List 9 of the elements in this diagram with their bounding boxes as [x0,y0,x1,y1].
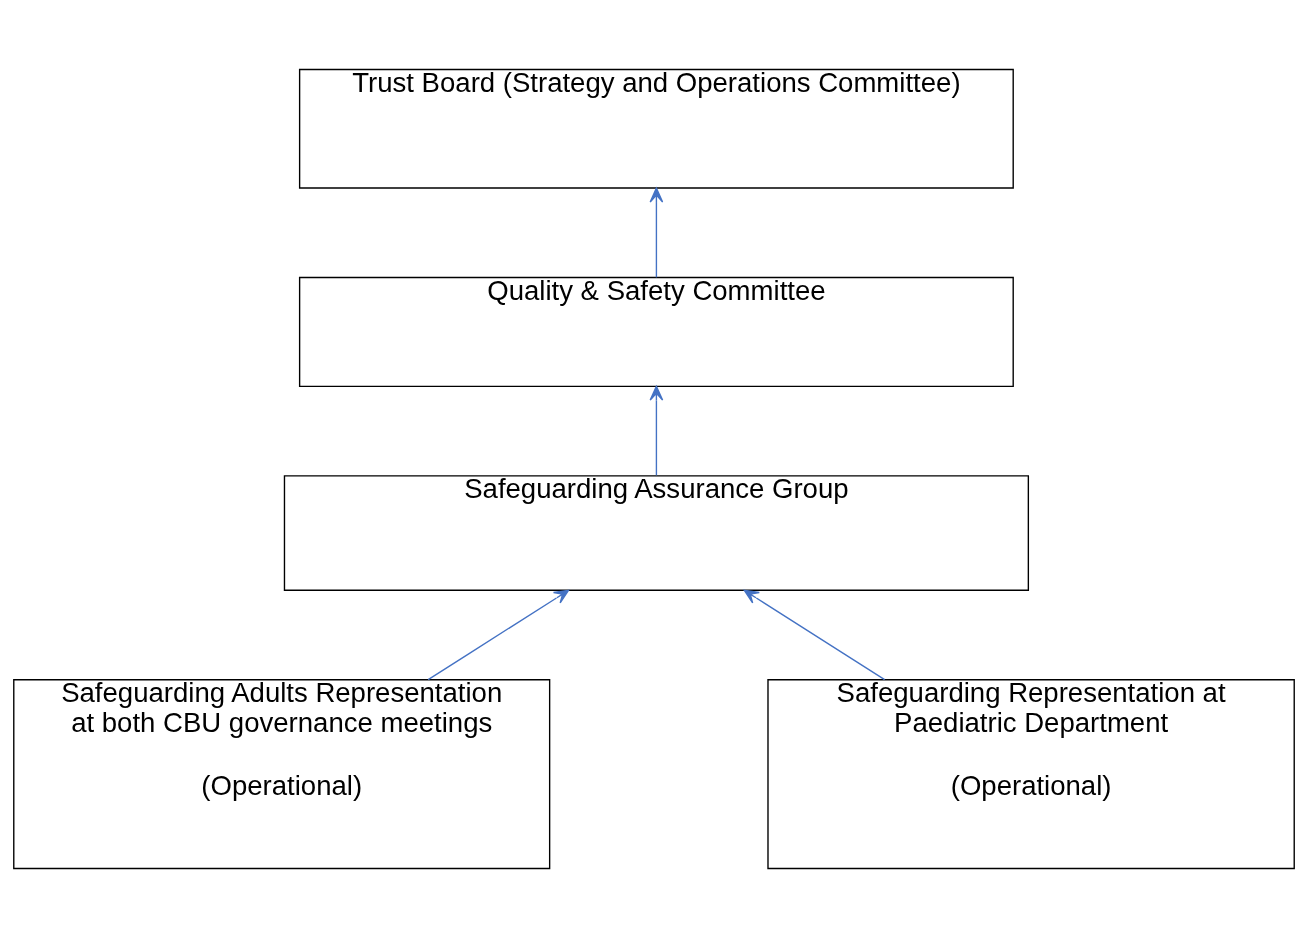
arrow [427,589,570,681]
arrow [649,385,664,477]
node-box: Safeguarding Adults Representation at both CBU governance meetings (Operational) [13,679,551,870]
node-box: Safeguarding Representation at Paediatric Department (Operational) [767,679,1295,870]
node-box: Quality & Safety Committee [298,276,1014,388]
node-box: Safeguarding Assurance Group [283,475,1030,591]
arrow [743,589,886,681]
node-box: Trust Board (Strategy and Operations Committee) [298,68,1014,189]
arrow [649,187,664,279]
